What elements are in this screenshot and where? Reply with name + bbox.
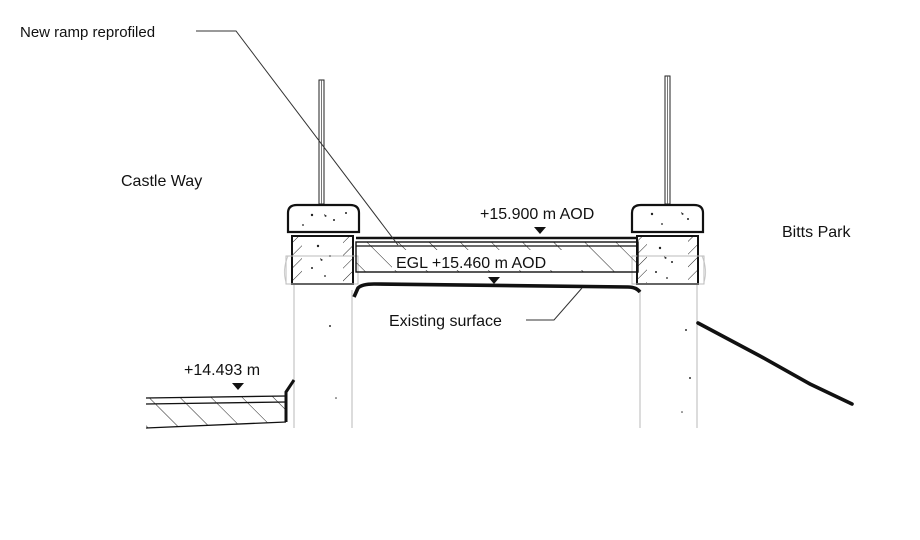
new-ramp-label: New ramp reprofiled — [20, 24, 155, 41]
wall-speckles — [329, 325, 691, 413]
castle-way-ground — [145, 379, 296, 429]
level-left-label: +14.493 m — [184, 362, 260, 379]
left-wall-head — [291, 235, 354, 285]
bitts-park-ground — [696, 321, 854, 406]
wall-outlines — [293, 284, 698, 428]
level-markers — [232, 227, 546, 390]
level-marker-left — [232, 383, 244, 390]
existing-surface-line — [352, 282, 642, 298]
castle-way-label: Castle Way — [121, 173, 202, 190]
bitts-park-label: Bitts Park — [782, 224, 851, 241]
level-marker-top — [534, 227, 546, 234]
level-marker-egl — [488, 277, 500, 284]
leader-lines — [196, 30, 583, 321]
right-coping — [630, 203, 705, 234]
egl-label: EGL +15.460 m AOD — [396, 255, 546, 272]
faint-extension-lines — [283, 255, 707, 283]
right-handrail-post — [664, 75, 671, 205]
right-wall-head — [636, 235, 699, 285]
level-top-label: +15.900 m AOD — [480, 206, 594, 223]
existing-surface-label: Existing surface — [389, 313, 502, 330]
left-coping — [286, 203, 361, 234]
